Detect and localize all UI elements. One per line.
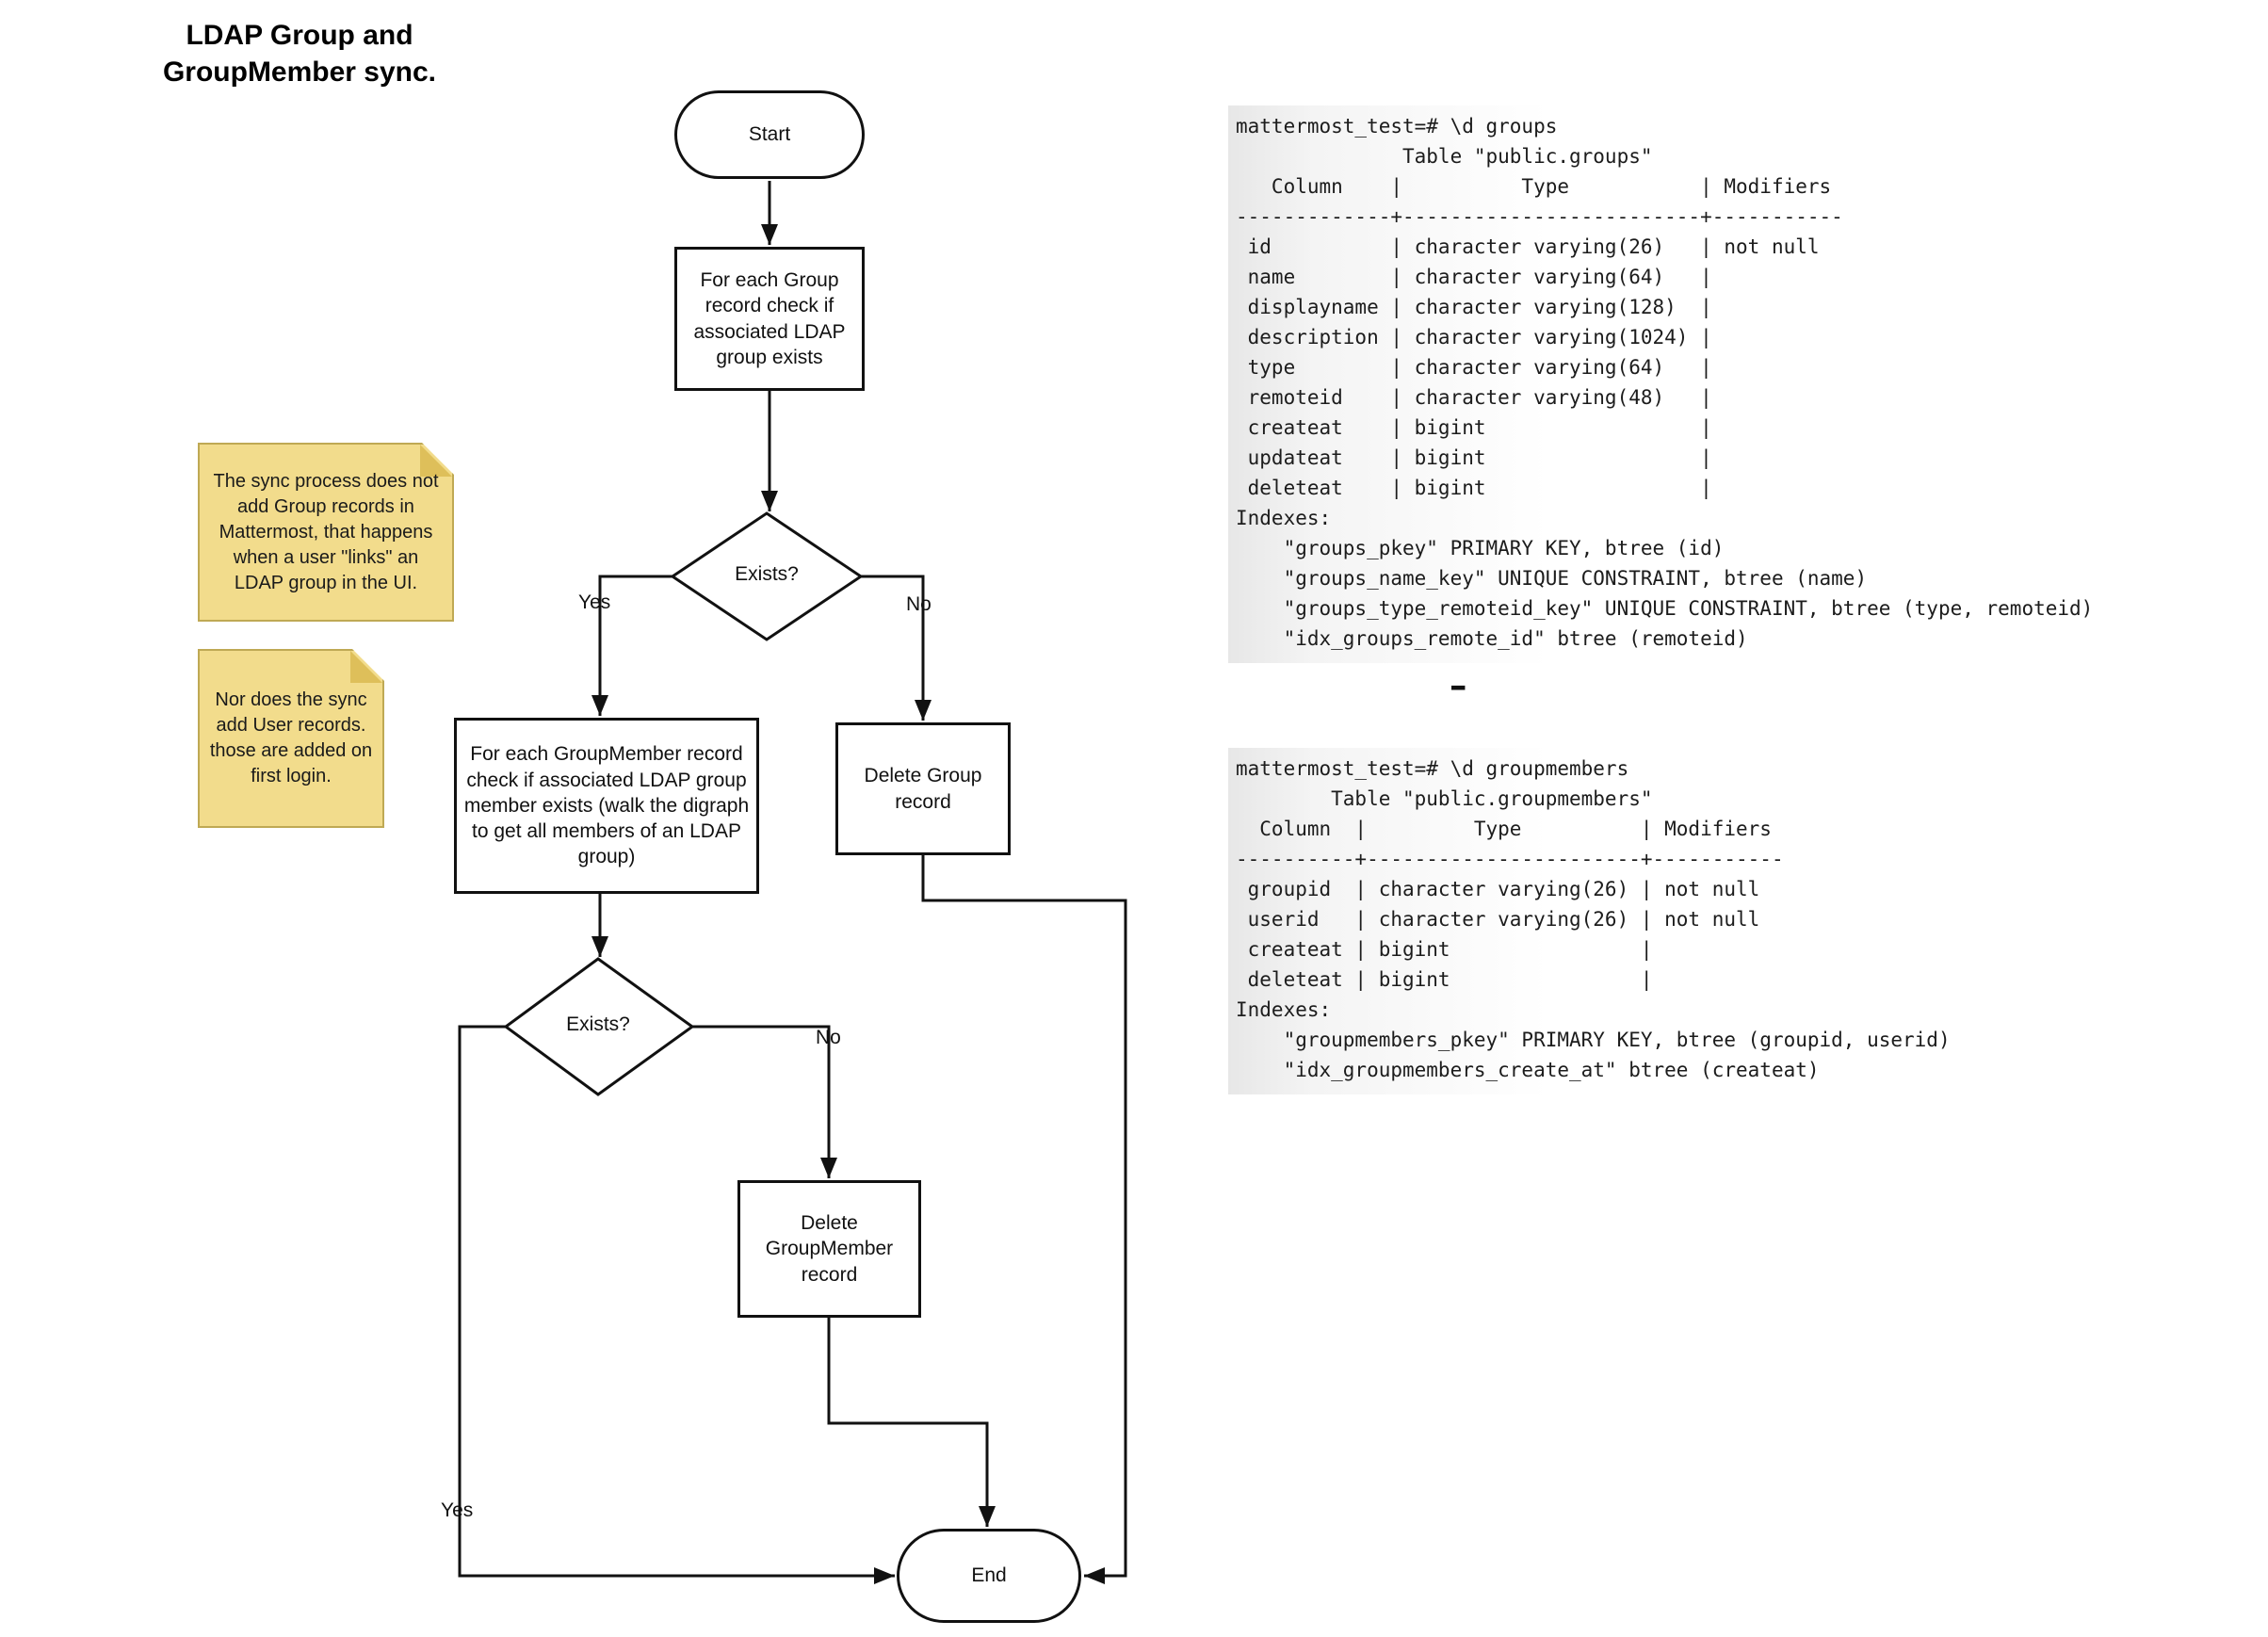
edge-decision1-no [861,575,932,721]
edge-deletegroup-to-end [921,855,1127,1584]
edge-decision2-no [692,1025,837,1178]
edge-deletegroupmember-to-end [827,1318,996,1527]
decision-exists-member-label: Exists? [566,1013,630,1035]
delete-group-record-node: Delete Group record [835,722,1011,855]
delete-groupmember-record-label: Delete GroupMember record [765,1212,894,1286]
end-label: End [971,1564,1007,1587]
sticky-note-2-text: Nor does the sync add User records. thos… [209,689,373,786]
delete-groupmember-record-node: Delete GroupMember record [737,1180,921,1318]
edge-label-no1: No [906,593,932,615]
sticky-note-1-text: The sync process does not add Group reco… [213,470,439,593]
terminal-groups-table: mattermost_test=# \d groups Table "publi… [1228,105,2181,663]
sticky-note-2: Nor does the sync add User records. thos… [198,649,384,828]
process-group-check-label: For each Group record check if associate… [693,268,846,368]
edge-label-yes1: Yes [578,592,611,613]
process-group-check-node: For each Group record check if associate… [674,247,865,391]
process-groupmember-check-label: For each GroupMember record check if ass… [463,743,750,868]
decision-exists-group-label: Exists? [735,563,799,585]
edge-decision1-yes [591,575,672,716]
end-node: End [897,1529,1081,1623]
process-groupmember-check-node: For each GroupMember record check if ass… [454,718,759,894]
delete-group-record-label: Delete Group record [864,765,982,813]
edge-decision2-yes [458,1025,895,1584]
start-label: Start [748,123,791,146]
terminal-groupmembers-table: mattermost_test=# \d groupmembers Table … [1228,748,2017,1094]
sticky-note-1: The sync process does not add Group reco… [198,443,454,622]
edge-label-no2: No [816,1027,841,1048]
cursor-dash: – [1451,664,1466,707]
decision-exists-group-shape [670,511,864,641]
decision-exists-member-shape [503,957,695,1096]
page-title: LDAP Group and GroupMember sync. [162,20,437,88]
edge-label-yes2: Yes [441,1499,474,1521]
start-node: Start [674,90,865,179]
